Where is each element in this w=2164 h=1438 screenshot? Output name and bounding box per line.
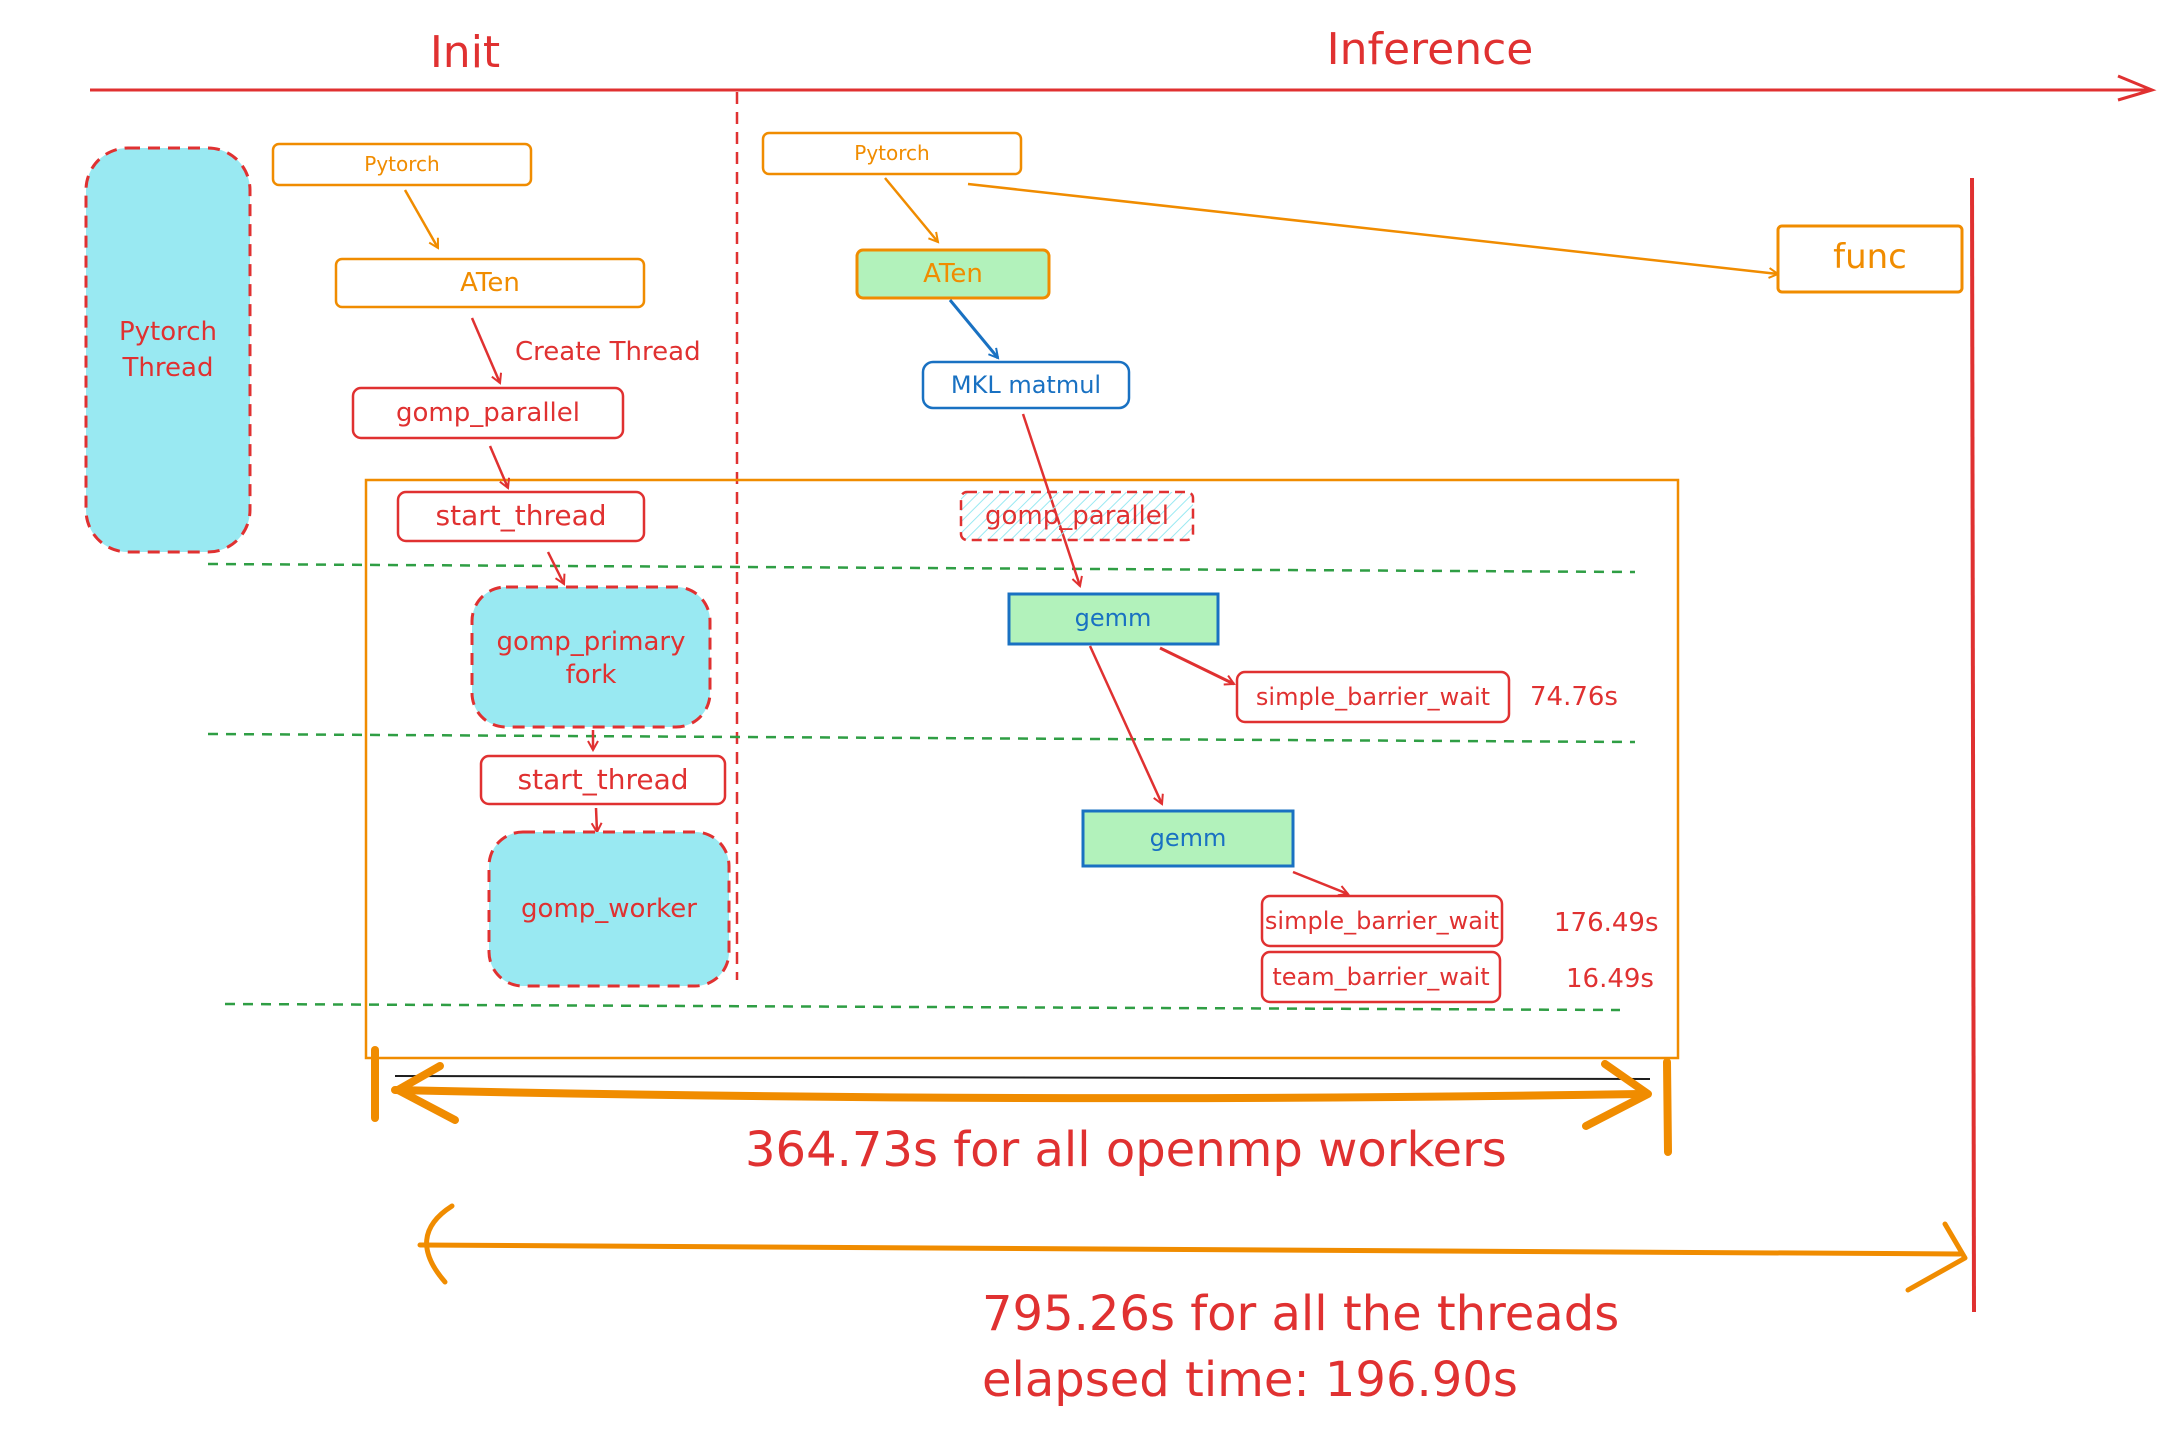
- workers-span-arrowhead-left: [394, 1062, 459, 1124]
- workers-span-right-tick: [1663, 1058, 1672, 1156]
- gemm-label-1: gemm: [1075, 604, 1152, 632]
- pytorch-thread-label-line2: Thread: [122, 353, 214, 383]
- workers-span-arrowhead-right: [1582, 1060, 1652, 1130]
- start-thread-label-2: start_thread: [518, 763, 689, 796]
- threads-span-arrow: [417, 1242, 1963, 1257]
- mkl-matmul-node: MKL matmul: [921, 360, 1131, 410]
- init-label: Init: [430, 27, 500, 78]
- threads-total-label: 795.26s for all the threads: [982, 1286, 1619, 1342]
- end-marker-line: [1970, 177, 1976, 1313]
- arrow-inference-pytorch-aten: [884, 177, 938, 242]
- start-thread-label-1: start_thread: [436, 499, 607, 532]
- arrow-inference-pytorch-func: [967, 182, 1778, 274]
- team-barrier-node: team_barrier_wait: [1260, 950, 1502, 1004]
- arrow-gemm1-barrier: [1159, 646, 1234, 684]
- thread-separator-3: [224, 1002, 1621, 1012]
- simple-barrier-node-1: simple_barrier_wait: [1235, 670, 1511, 724]
- create-thread-label: Create Thread: [515, 337, 701, 367]
- arrow-gomp-start-thread: [488, 445, 508, 488]
- gomp-primary-fork-label-line2: fork: [566, 660, 617, 690]
- inference-label: Inference: [1327, 24, 1534, 75]
- arrow-start-thread-worker: [596, 807, 597, 832]
- arrow-start-thread-fork: [546, 551, 564, 584]
- pytorch-thread-label-line1: Pytorch: [119, 317, 217, 347]
- arrow-gemm1-gemm2: [1088, 645, 1162, 804]
- gomp-worker-node: gomp_worker: [487, 830, 731, 988]
- workers-span-thin-line: [394, 1075, 1651, 1080]
- init-pytorch-node: Pytorch: [271, 142, 533, 187]
- func-node: func: [1776, 224, 1964, 294]
- simple-barrier-node-2: simple_barrier_wait: [1260, 894, 1504, 948]
- inference-pytorch-node: Pytorch: [761, 131, 1023, 176]
- thread-separator-1: [207, 562, 1636, 574]
- timeline-arrowhead: [2117, 74, 2157, 102]
- inference-pytorch-label: Pytorch: [854, 141, 929, 165]
- team-barrier-time: 16.49s: [1566, 964, 1654, 994]
- start-thread-node-2: start_thread: [479, 754, 727, 806]
- mkl-matmul-label: MKL matmul: [951, 371, 1101, 399]
- arrow-gemm2-barrier: [1292, 870, 1348, 894]
- threads-span-arrowhead-right: [1905, 1221, 1968, 1293]
- init-gomp-parallel-node: gomp_parallel: [351, 386, 625, 440]
- inference-gomp-parallel-node: gomp_parallel: [959, 490, 1195, 542]
- init-aten-label: ATen: [460, 268, 520, 298]
- openmp-region: [364, 478, 1680, 1060]
- gomp-worker-label: gomp_worker: [521, 894, 697, 924]
- workers-total-label: 364.73s for all openmp workers: [745, 1122, 1507, 1178]
- simple-barrier-label-1: simple_barrier_wait: [1256, 683, 1490, 711]
- elapsed-time-label: elapsed time: 196.90s: [982, 1352, 1518, 1408]
- start-thread-node-1: start_thread: [396, 490, 646, 543]
- pytorch-thread-box: Pytorch Thread: [84, 146, 252, 554]
- gemm-node-2: gemm: [1081, 809, 1295, 868]
- thread-separator-2: [207, 732, 1636, 744]
- init-aten-node: ATen: [334, 257, 646, 309]
- inference-aten-node: ATen: [855, 248, 1051, 300]
- init-gomp-parallel-label: gomp_parallel: [396, 398, 580, 428]
- workers-span-arrow: [391, 1086, 1644, 1103]
- barrier-time-1: 74.76s: [1530, 682, 1618, 712]
- inference-aten-label: ATen: [923, 259, 983, 289]
- gemm-label-2: gemm: [1150, 824, 1227, 852]
- arrow-aten-mkl: [948, 299, 998, 358]
- inference-gomp-parallel-label: gomp_parallel: [985, 501, 1169, 531]
- threads-span-arrowhead-left: [424, 1203, 455, 1285]
- func-label: func: [1833, 237, 1907, 277]
- barrier-time-2: 176.49s: [1554, 908, 1659, 938]
- gomp-primary-fork-node: gomp_primary fork: [470, 585, 712, 729]
- arrow-init-aten-gomp: [470, 317, 500, 383]
- simple-barrier-label-2: simple_barrier_wait: [1265, 907, 1499, 935]
- arrow-init-pytorch-aten: [403, 189, 440, 248]
- gemm-node-1: gemm: [1007, 592, 1220, 646]
- gomp-primary-fork-label-line1: gomp_primary: [497, 627, 686, 657]
- init-pytorch-label: Pytorch: [364, 152, 439, 176]
- team-barrier-label: team_barrier_wait: [1272, 963, 1489, 991]
